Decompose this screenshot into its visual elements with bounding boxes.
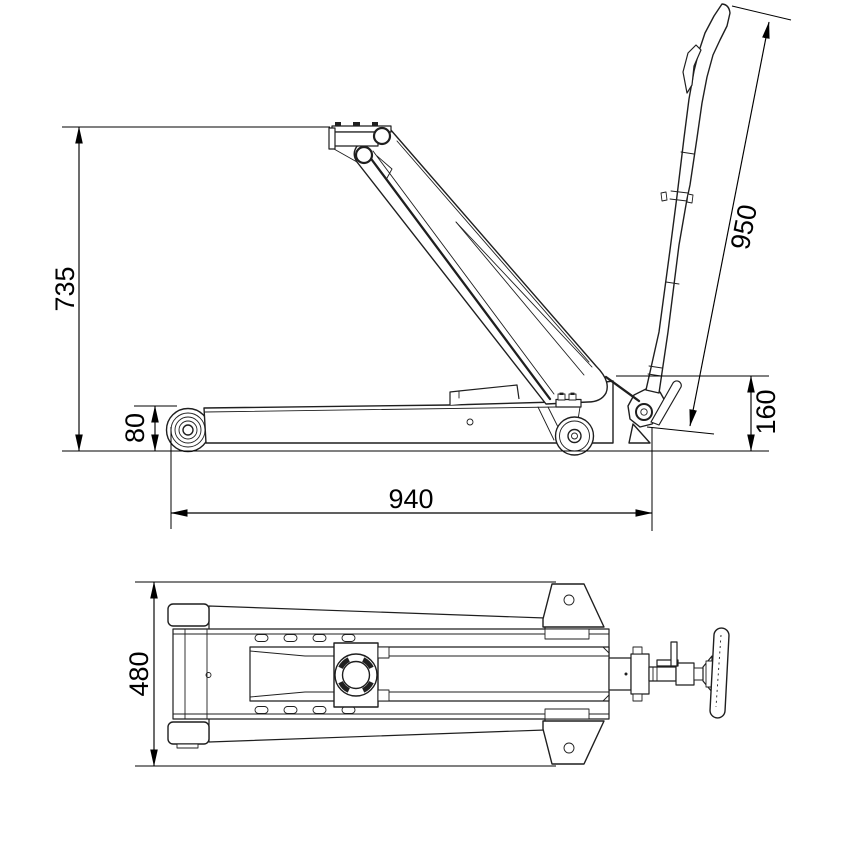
front-block-left xyxy=(167,603,210,627)
dimension-length-label: 940 xyxy=(388,484,433,514)
handle-plan xyxy=(608,627,730,719)
tiller-grip xyxy=(709,627,730,719)
handle xyxy=(645,3,731,394)
lock-pin xyxy=(656,659,679,667)
saddle-plan xyxy=(333,642,390,708)
rear-caster xyxy=(537,392,595,456)
front-block-right xyxy=(167,721,210,745)
dimension-overall-height: 735 xyxy=(50,126,330,452)
front-wheel xyxy=(165,407,211,453)
dimension-handle-length: 950 xyxy=(646,5,792,435)
foot-pedal xyxy=(449,384,520,405)
arm-hook-detail xyxy=(376,155,393,179)
lock-pin xyxy=(670,641,678,667)
handle-socket xyxy=(608,657,632,691)
dimension-overall-height-label: 735 xyxy=(50,266,80,311)
dimension-min-height: 80 xyxy=(120,405,177,452)
release-pedal xyxy=(650,380,682,426)
dimension-rear-height: 160 xyxy=(616,375,781,452)
rear-bracket-bottom xyxy=(542,720,605,765)
handle-pivot-yoke xyxy=(604,375,682,444)
lift-arm-plan xyxy=(249,646,610,702)
handle-joint-tab xyxy=(686,193,694,204)
dimension-min-height-label: 80 xyxy=(120,413,150,443)
dimension-width: 480 xyxy=(124,581,556,767)
release-linkage xyxy=(604,375,641,403)
dimension-rear-height-label: 160 xyxy=(751,389,781,434)
rear-bracket-top xyxy=(542,583,605,628)
dimension-width-label: 480 xyxy=(124,651,154,696)
top-view xyxy=(167,583,730,765)
frame-slots xyxy=(254,634,356,714)
side-view xyxy=(165,3,731,456)
handle-joint-tab xyxy=(660,191,668,202)
saddle xyxy=(328,122,392,165)
dimension-handle-length-label: 950 xyxy=(725,202,763,252)
lift-arm xyxy=(353,128,608,405)
dimension-length: 940 xyxy=(170,427,653,531)
